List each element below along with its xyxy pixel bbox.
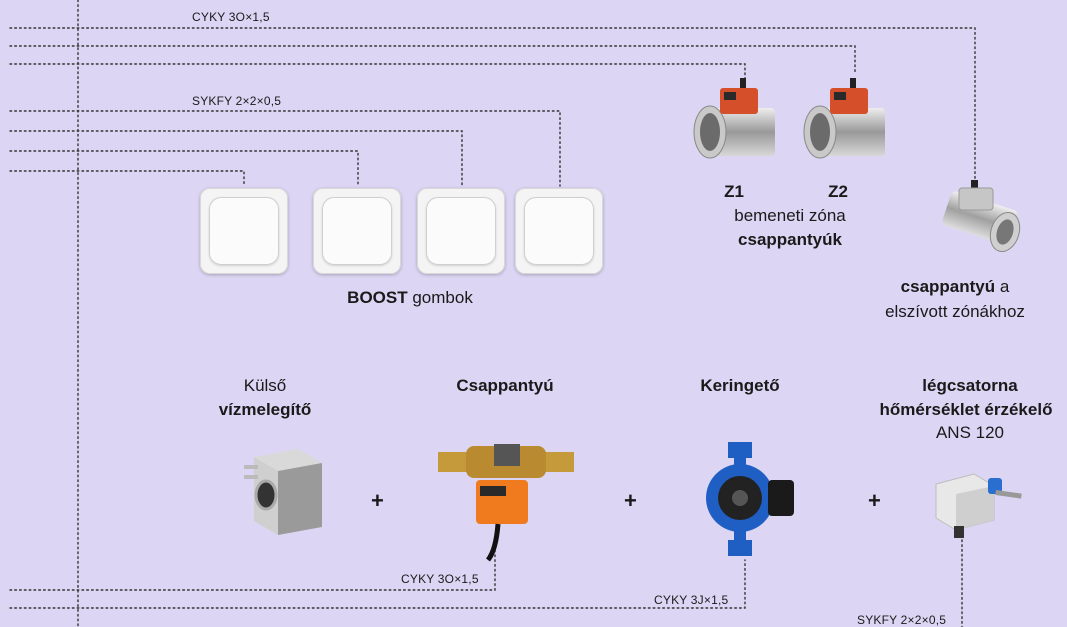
exhaust-damper-image	[942, 180, 1021, 253]
sensor-label-line3: ANS 120	[935, 423, 1005, 442]
wire-boost-4	[9, 110, 561, 187]
cable-label-top-cyky: CYKY 3O×1,5	[192, 10, 270, 24]
plus-sign-1: +	[371, 488, 384, 513]
duct-temperature-sensor-image	[935, 473, 1022, 538]
pump-title: Keringető	[700, 376, 780, 395]
boost-button-2	[313, 188, 401, 274]
water-heater-image	[244, 449, 322, 535]
zone-label-z1: Z1	[724, 182, 744, 201]
motorized-valve-image	[438, 444, 574, 562]
sensor-label-line2: hőmérséklet érzékelő	[879, 400, 1053, 419]
boost-button-4	[515, 188, 603, 274]
zone-label-z2: Z2	[828, 182, 848, 201]
heater-label-line1: Külső	[243, 376, 287, 395]
wire-damper-z1	[9, 63, 746, 83]
heater-label-line2: vízmelegítő	[218, 400, 312, 419]
circulation-pump-image	[706, 442, 794, 556]
cable-label-pump-cyky: CYKY 3J×1,5	[654, 593, 729, 607]
wire-pump	[9, 559, 746, 609]
plus-sign-3: +	[868, 488, 881, 513]
zone-caption-line1: bemeneti zóna	[734, 206, 846, 225]
wire-boost-3	[9, 130, 463, 187]
wire-boost-2	[9, 150, 359, 187]
plus-sign-2: +	[624, 488, 637, 513]
boost-button-1	[200, 188, 288, 274]
exhaust-caption-line2: elszívott zónákhoz	[885, 302, 1025, 321]
valve-title: Csappantyú	[456, 376, 554, 395]
cable-label-valve-cyky: CYKY 3O×1,5	[401, 572, 479, 586]
boost-label: BOOST gombok	[347, 288, 473, 307]
boost-button-3	[417, 188, 505, 274]
exhaust-caption-line1: csappantyú a	[900, 277, 1010, 296]
cable-label-top-sykfy: SYKFY 2×2×0,5	[192, 94, 282, 108]
wire-damper-z2	[9, 45, 856, 73]
zone-damper-z1-image	[693, 78, 775, 159]
wire-exhaust-damper	[9, 27, 976, 181]
wire-valve	[9, 547, 496, 591]
zone-caption-line2: csappantyúk	[738, 230, 842, 249]
sensor-label-line1: légcsatorna	[922, 376, 1018, 395]
wire-boost-1	[9, 170, 245, 187]
zone-damper-z2-image	[803, 78, 885, 159]
cable-label-sensor-sykfy: SYKFY 2×2×0,5	[857, 613, 947, 627]
